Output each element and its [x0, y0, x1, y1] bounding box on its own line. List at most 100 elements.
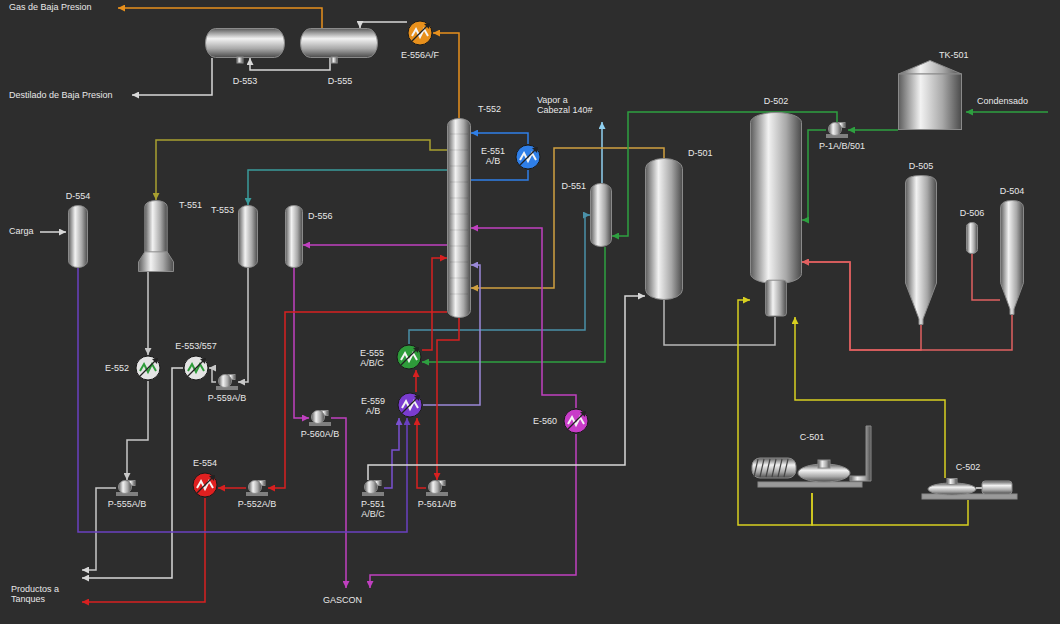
process-line	[433, 33, 459, 118]
compressor-base	[758, 482, 862, 487]
compressor-hub	[947, 479, 957, 485]
process-line	[417, 418, 426, 488]
vessel-body	[239, 206, 258, 268]
tray-line	[450, 294, 468, 295]
drum-body	[301, 29, 378, 58]
exchanger-arrow	[400, 348, 418, 366]
equipment-symbol	[750, 112, 802, 317]
equipment-symbol	[216, 374, 238, 390]
equipment-symbol	[183, 355, 209, 381]
pump: P-561A/B	[426, 480, 448, 496]
vessel-body	[646, 159, 683, 300]
equipment-tag: P-551 A/B/C	[355, 499, 391, 520]
equipment-tag: E-555 A/B/C	[353, 348, 391, 369]
gas-line	[118, 8, 322, 28]
heat-exchanger: E-555 A/B/C	[396, 344, 422, 370]
column-shell	[145, 201, 167, 259]
pump: P-1A/B/501	[826, 122, 848, 138]
exchanger-shell	[193, 473, 217, 497]
equipment-symbol	[309, 410, 331, 426]
process-line	[250, 58, 330, 70]
equipment-tag: E-559 A/B	[354, 396, 392, 417]
distillation-column: T-552	[447, 118, 471, 318]
tray-line	[450, 166, 468, 167]
stream-label: Condensado	[976, 96, 1029, 106]
equipment-symbol	[1000, 200, 1024, 315]
process-line	[409, 215, 590, 344]
equipment-tag: D-553	[232, 76, 259, 86]
compressor: C-502	[922, 478, 1017, 500]
equipment-symbol	[246, 480, 268, 496]
vertical-vessel: D-502	[750, 112, 802, 317]
process-line	[127, 381, 148, 480]
screw-thread	[754, 459, 758, 477]
process-line	[294, 268, 309, 418]
equipment-symbol	[396, 344, 422, 370]
equipment-symbol	[138, 200, 174, 272]
vertical-vessel: D-554	[68, 205, 88, 268]
pump-casing	[249, 481, 262, 494]
equipment-tag: E-553/557	[174, 341, 218, 351]
equipment-tag: E-560	[532, 416, 558, 426]
stream-label: Gas de Baja Presion	[8, 2, 93, 12]
equipment-symbol	[645, 158, 683, 300]
equipment-tag: P-552A/B	[237, 499, 278, 509]
stream-label: Carga	[8, 226, 35, 236]
vertical-vessel: D-551	[590, 183, 612, 247]
condensate-line	[966, 111, 1048, 113]
equipment-symbol	[300, 28, 378, 58]
screw-thread	[778, 459, 782, 477]
process-line	[238, 268, 248, 382]
process-line	[471, 148, 664, 288]
horizontal-drum: D-553	[205, 28, 285, 58]
equipment-symbol	[447, 118, 471, 318]
tray-line	[450, 278, 468, 279]
exchanger-arrow	[196, 476, 214, 494]
pump-casing	[312, 411, 325, 424]
screw-body	[752, 458, 796, 478]
equipment-symbol	[905, 175, 937, 325]
vessel-body	[967, 223, 978, 254]
equipment-symbol	[515, 144, 541, 170]
tray-line	[450, 214, 468, 215]
equipment-symbol	[750, 448, 880, 493]
pump-casing	[119, 481, 132, 494]
exchanger-arrow	[187, 359, 205, 377]
equipment-tag: D-555	[327, 76, 354, 86]
exchanger-shell	[397, 345, 421, 369]
vertical-vessel: D-556	[285, 205, 303, 268]
equipment-symbol	[966, 222, 978, 254]
pump-casing	[365, 481, 378, 494]
pump: P-555A/B	[116, 480, 138, 496]
gascon-line	[331, 418, 346, 588]
process-line	[268, 312, 447, 488]
process-line	[664, 300, 775, 345]
tray-line	[450, 182, 468, 183]
equipment-tag: D-504	[999, 186, 1026, 196]
feed-line	[40, 231, 66, 233]
steam-line	[601, 122, 603, 183]
drum-body	[206, 29, 285, 58]
pump-casing	[829, 123, 842, 136]
column-shell	[448, 119, 471, 318]
product-line	[82, 498, 205, 602]
equipment-symbol	[426, 480, 448, 496]
cone-bottom-vessel: D-505	[905, 175, 937, 325]
pump: P-551 A/B/C	[362, 480, 384, 496]
screw-thread	[760, 459, 764, 477]
equipment-tag: D-505	[908, 161, 935, 171]
equipment-symbol	[135, 355, 161, 381]
exchanger-arrow-head	[424, 23, 430, 29]
heat-exchanger: E-552	[135, 355, 161, 381]
equipment-tag: E-552	[104, 363, 130, 373]
tray-line	[450, 230, 468, 231]
drum-nozzle	[237, 57, 243, 63]
equipment-tag: D-554	[65, 191, 92, 201]
heat-exchanger: E-551 A/B	[515, 144, 541, 170]
process-line	[802, 262, 921, 350]
stream-label: GASCON	[322, 595, 363, 605]
process-line	[303, 244, 447, 246]
exchanger-shell	[184, 356, 208, 380]
equipment-tag: TK-501	[938, 50, 970, 60]
process-line	[368, 296, 645, 480]
